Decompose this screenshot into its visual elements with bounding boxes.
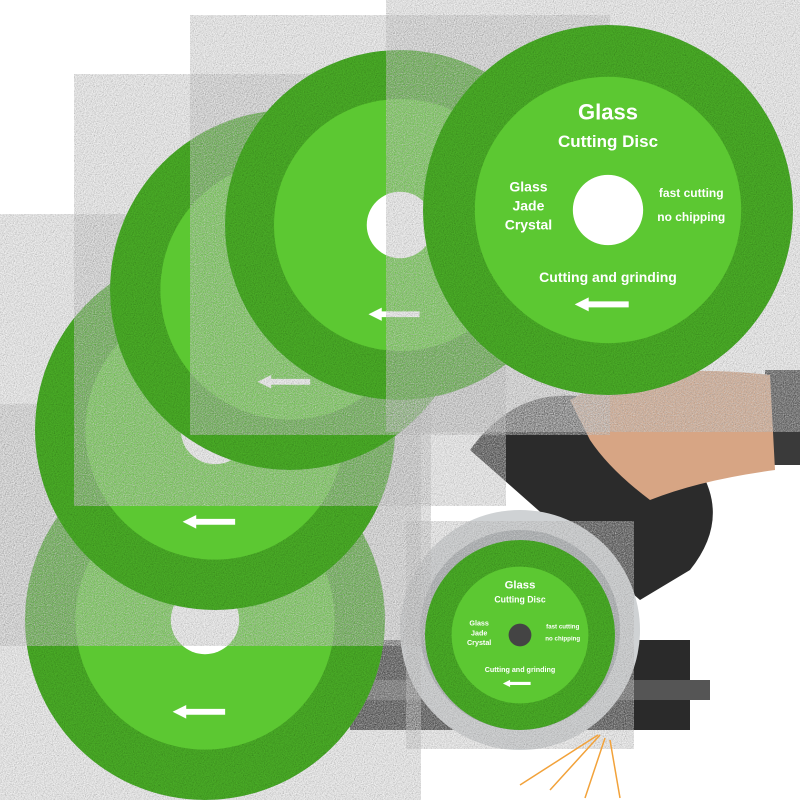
feature-label: no chipping (545, 636, 580, 643)
material-label: Crystal (467, 639, 491, 647)
disc-title: Glass (578, 99, 638, 124)
material-label: Jade (512, 198, 544, 214)
feature-label: no chipping (657, 210, 725, 224)
usage-label: Cutting and grinding (539, 269, 677, 285)
disc-subtitle: Cutting Disc (558, 132, 658, 151)
feature-label: fast cutting (546, 623, 579, 630)
sparks (519, 734, 621, 799)
arrow-left-icon (574, 297, 629, 312)
material-label: Jade (471, 629, 487, 637)
disc-title: Glass (505, 579, 536, 591)
arrow-left-icon (182, 514, 236, 529)
arrow-left-icon (257, 374, 311, 389)
material-label: Glass (469, 620, 489, 628)
arrow-left-icon (502, 679, 531, 688)
hand (570, 370, 775, 500)
feature-label: fast cutting (659, 186, 724, 200)
material-label: Crystal (505, 217, 552, 233)
arrow-left-icon (368, 307, 420, 321)
material-label: Glass (509, 179, 547, 195)
arrow-left-icon (172, 704, 226, 719)
disc-subtitle: Cutting Disc (494, 595, 545, 605)
usage-label: Cutting and grinding (485, 666, 556, 674)
